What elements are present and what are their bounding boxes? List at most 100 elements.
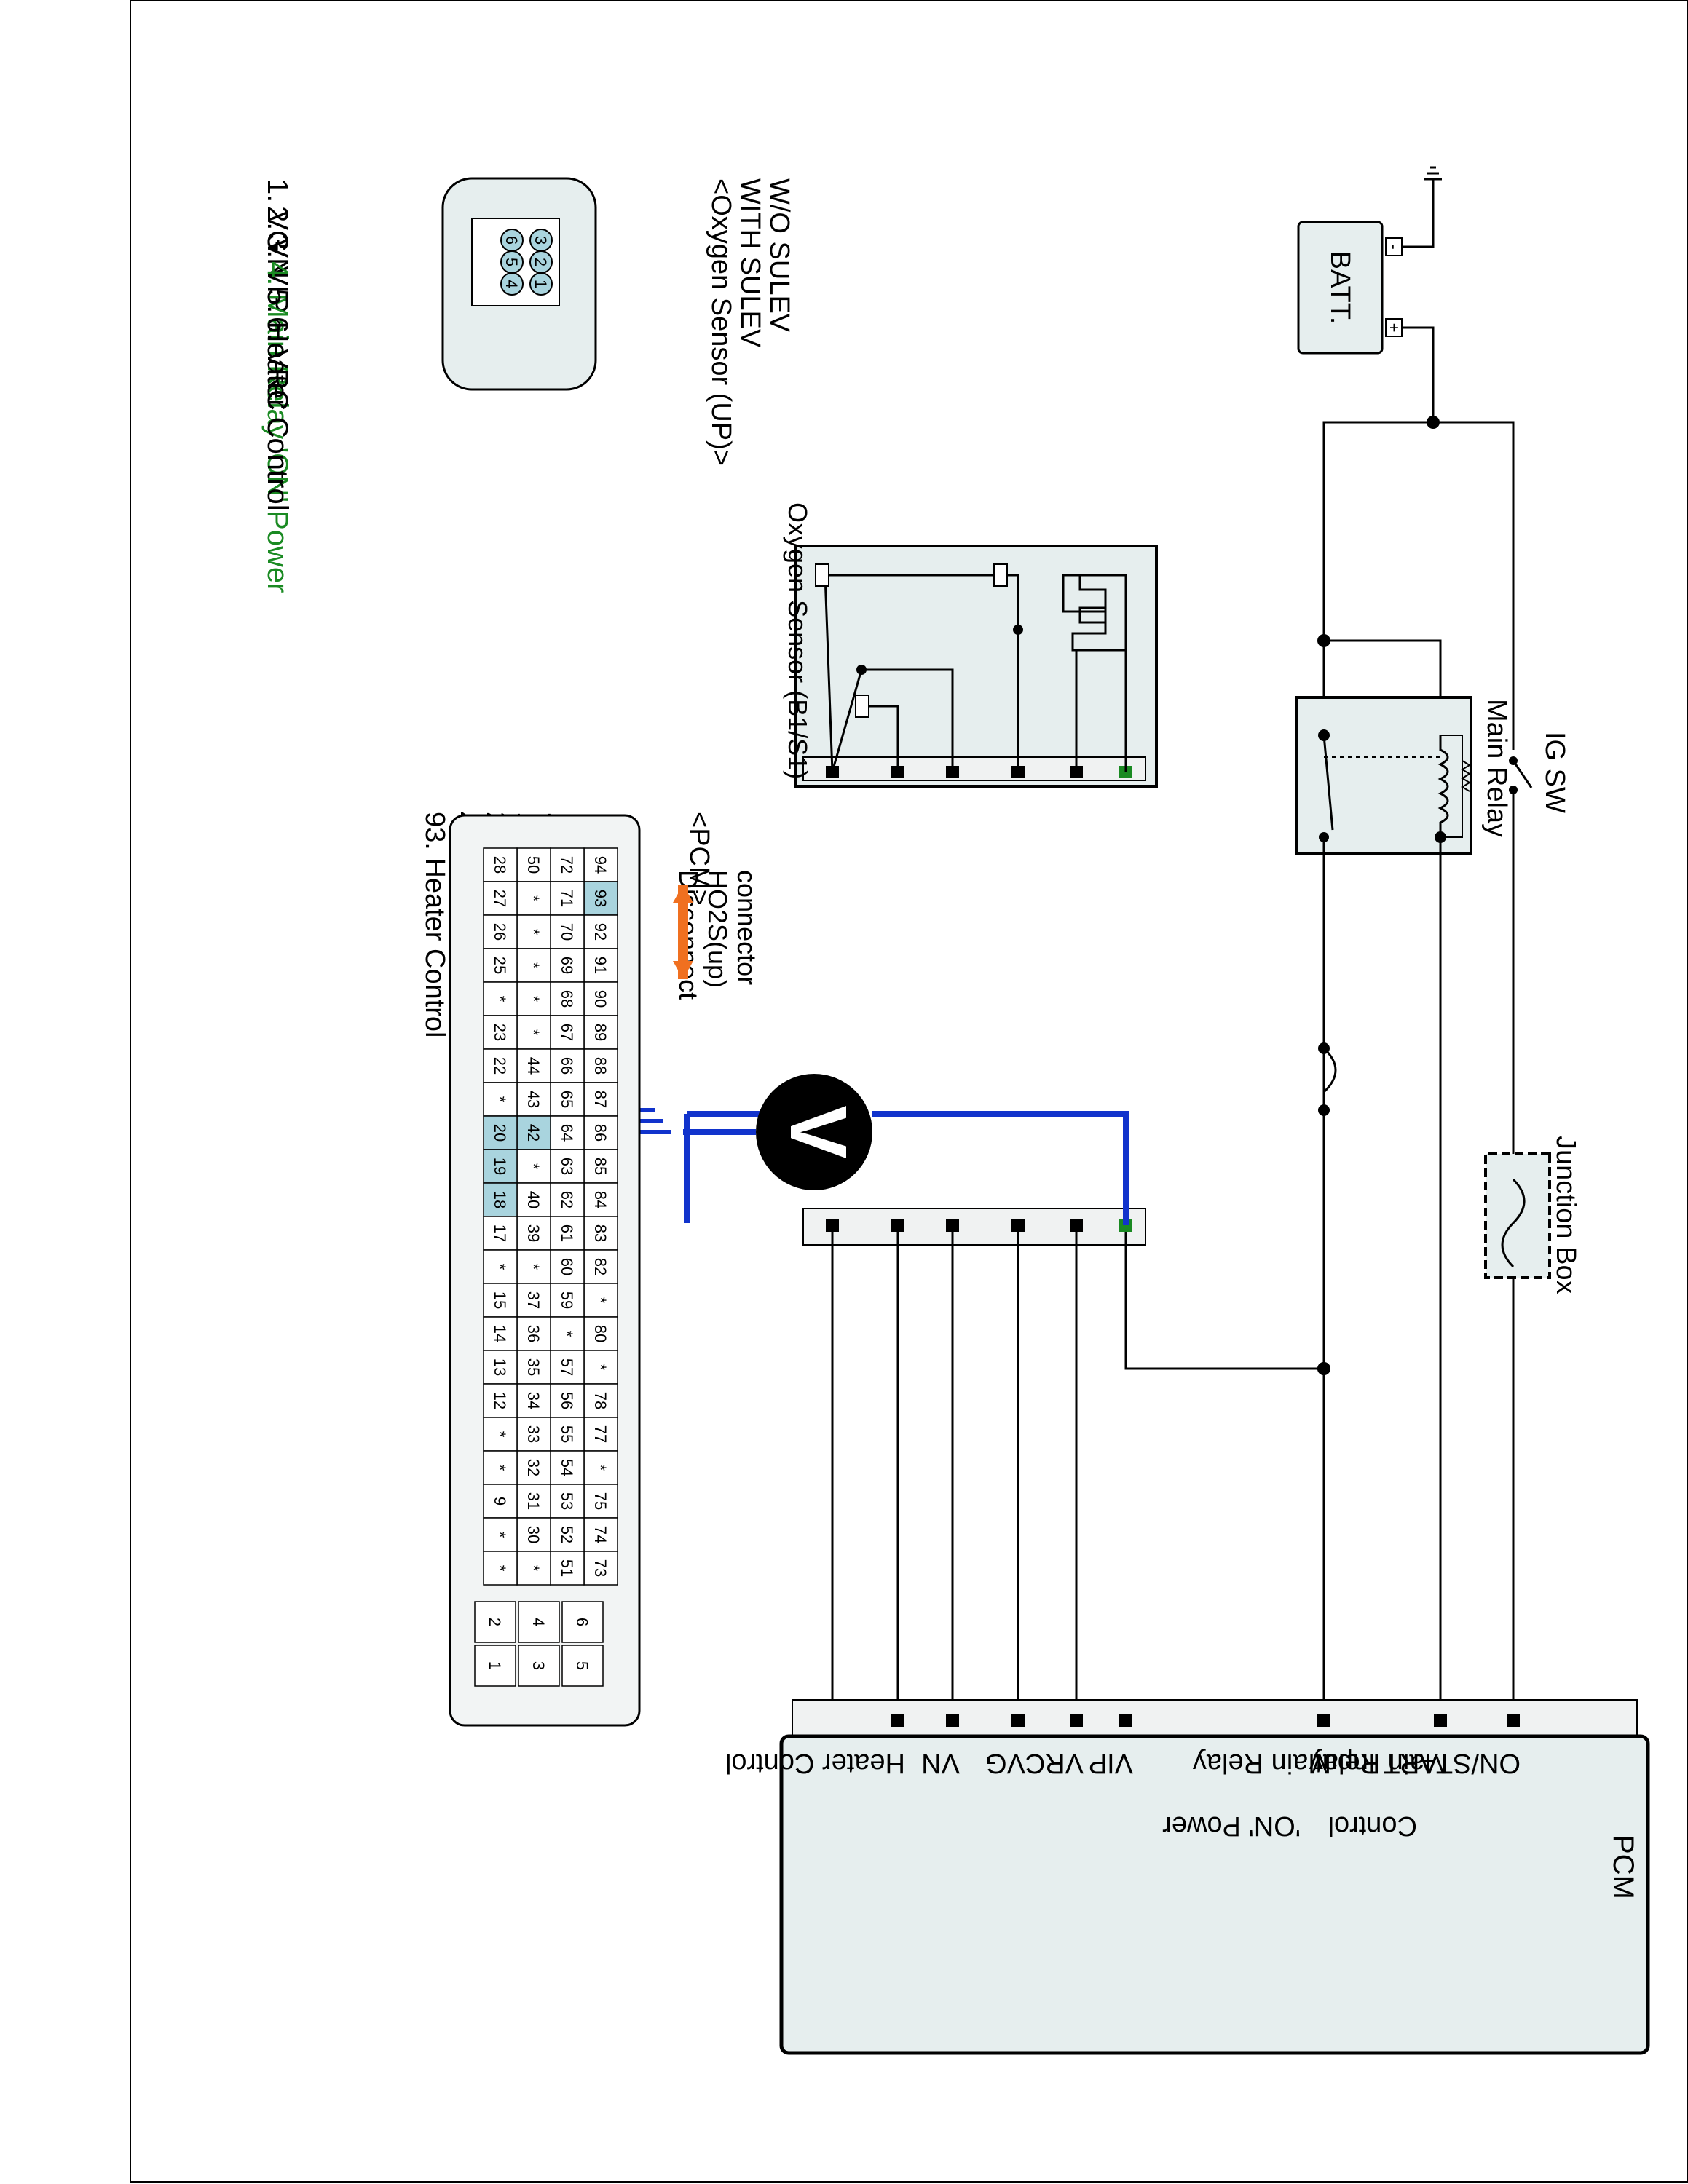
pcm-cell-label: 69 — [558, 957, 576, 974]
pcm-pin-label: ON/START Input — [1314, 1748, 1521, 1779]
mating-pin — [826, 1219, 839, 1232]
pcm-cell-label: 94 — [591, 856, 610, 874]
pcm-pin — [1434, 1714, 1447, 1727]
page-frame — [130, 0, 1688, 2183]
pcm-cell-label: 50 — [524, 856, 543, 874]
pcm-cell-label: 72 — [558, 856, 576, 874]
pcm-cell-label: 43 — [524, 1091, 543, 1108]
pcm-cell-label: 17 — [491, 1224, 509, 1242]
mating-connector — [802, 1208, 1146, 1246]
pcm-cell-label: * — [524, 1029, 543, 1036]
pcm-pin-label: VG — [985, 1748, 1025, 1779]
pcm-cell-label: 37 — [524, 1291, 543, 1309]
sensor-cell-1 — [993, 563, 1008, 587]
relay-resistor-icon — [1461, 760, 1471, 792]
pcm-cell-label: 53 — [558, 1492, 576, 1510]
pcm-aux-cell-label: 4 — [529, 1618, 548, 1626]
pcm-cell-label: 34 — [524, 1392, 543, 1409]
pcm-cell-label: 13 — [491, 1358, 509, 1376]
sensor-pin-legend: 3. VIP — [261, 234, 293, 313]
pcm-box — [779, 1734, 1650, 2055]
pcm-cell-label: 83 — [591, 1224, 610, 1242]
battery-box — [1297, 221, 1384, 355]
pcm-cell-label: 36 — [524, 1325, 543, 1342]
pcm-pin-label: VRC — [1025, 1748, 1084, 1779]
pcm-cell-label: 56 — [558, 1392, 576, 1409]
ground-icon — [1424, 166, 1442, 181]
sensor-connector-pin — [500, 272, 524, 296]
pcm-pin — [1011, 1714, 1025, 1727]
pcm-cell-label: * — [524, 1163, 543, 1170]
pcm-pin-label: Heater Control — [725, 1748, 905, 1779]
pcm-cell-label: 61 — [558, 1224, 576, 1242]
sensor-connector-pin — [529, 272, 553, 296]
sensor-connector-title: W/O SULEV — [764, 178, 794, 333]
main-relay-label: Main Relay — [1481, 699, 1512, 837]
pcm-cell-label: 52 — [558, 1526, 576, 1543]
pcm-cell-label: 77 — [591, 1425, 610, 1443]
pcm-cell-label: 30 — [524, 1526, 543, 1543]
pcm-cell-label: * — [491, 1264, 509, 1270]
pcm-pin — [1507, 1714, 1520, 1727]
pcm-cell-label: 42 — [524, 1124, 543, 1142]
sensor-pin-legend: 1. VG — [261, 178, 293, 253]
sensor-pin-legend: 2. VN — [261, 206, 293, 279]
pcm-cell-label: 91 — [591, 957, 610, 974]
pcm-cell-label: 65 — [558, 1091, 576, 1108]
pcm-cell-label: 84 — [591, 1191, 610, 1208]
pcm-cell-label: 35 — [524, 1358, 543, 1376]
mating-pin — [1070, 1219, 1083, 1232]
sensor-connector-pin-number: 3 — [532, 236, 550, 245]
mating-pin — [946, 1219, 959, 1232]
disconnect-note-line: HO2S(up) — [703, 870, 733, 988]
pcm-cell-label: 20 — [491, 1124, 509, 1142]
pcm-pin-label: VN — [921, 1748, 960, 1779]
pcm-cell-label: * — [524, 929, 543, 935]
pcm-aux-cell-label: 2 — [486, 1618, 504, 1626]
pcm-cell-label: 27 — [491, 890, 509, 907]
pcm-cell-label: 9 — [491, 1497, 509, 1506]
pcm-aux-cell — [474, 1601, 516, 1643]
heater-element — [1062, 574, 1127, 772]
pcm-cell-label: * — [491, 1565, 509, 1572]
pcm-cell-label: 90 — [591, 990, 610, 1008]
sensor-pin-legend: 5. Heater Control — [261, 289, 293, 511]
pcm-connector-legend: 93. Heater Control — [419, 812, 450, 1038]
oxygen-sensor-connector — [802, 756, 1146, 781]
battery-minus: - — [1385, 244, 1403, 249]
pcm-cell-label: 71 — [558, 890, 576, 907]
pcm-cell-label: 33 — [524, 1425, 543, 1443]
rail-fuse-icon — [1322, 1047, 1337, 1093]
sensor-connector-title: WITH SULEV — [735, 178, 765, 348]
pcm-cell-label: 51 — [558, 1559, 576, 1577]
pcm-cell-label: * — [524, 1264, 543, 1270]
pcm-cell-label: 85 — [591, 1158, 610, 1175]
battery-plus: + — [1385, 323, 1403, 333]
sensor-connector-pin-number: 6 — [502, 236, 521, 245]
pcm-cell-label: 14 — [491, 1325, 509, 1342]
pcm-cell-label: 44 — [524, 1057, 543, 1075]
pcm-cell-label: 89 — [591, 1024, 610, 1041]
pcm-cell-label: 70 — [558, 923, 576, 941]
pcm-cell-label: 18 — [491, 1191, 509, 1208]
pcm-cell-label: 63 — [558, 1158, 576, 1175]
pcm-cell-label: 15 — [491, 1291, 509, 1309]
pcm-title: PCM — [1607, 1835, 1639, 1899]
pcm-aux-cell — [561, 1645, 604, 1687]
pcm-cell-label: * — [524, 996, 543, 1002]
voltmeter-symbol: V — [773, 1105, 863, 1158]
pcm-cell-label: 68 — [558, 990, 576, 1008]
pcm-pin-label: VIP — [1089, 1748, 1133, 1779]
pcm-aux-cell — [474, 1645, 516, 1687]
battery-label: BATT. — [1325, 251, 1355, 325]
pcm-cell-label: 60 — [558, 1258, 576, 1275]
pcm-aux-cell-label: 1 — [486, 1661, 504, 1670]
pcm-cell-label: 12 — [491, 1392, 509, 1409]
pcm-cell-label: 57 — [558, 1358, 576, 1376]
mating-pin — [891, 1219, 904, 1232]
pcm-cell-label: * — [558, 1331, 576, 1337]
pcm-cell-label: * — [524, 895, 543, 902]
pcm-pin-label: Main Relay — [1193, 1748, 1331, 1779]
pcm-aux-cell-label: 6 — [573, 1618, 591, 1626]
pcm-pin — [1070, 1714, 1083, 1727]
